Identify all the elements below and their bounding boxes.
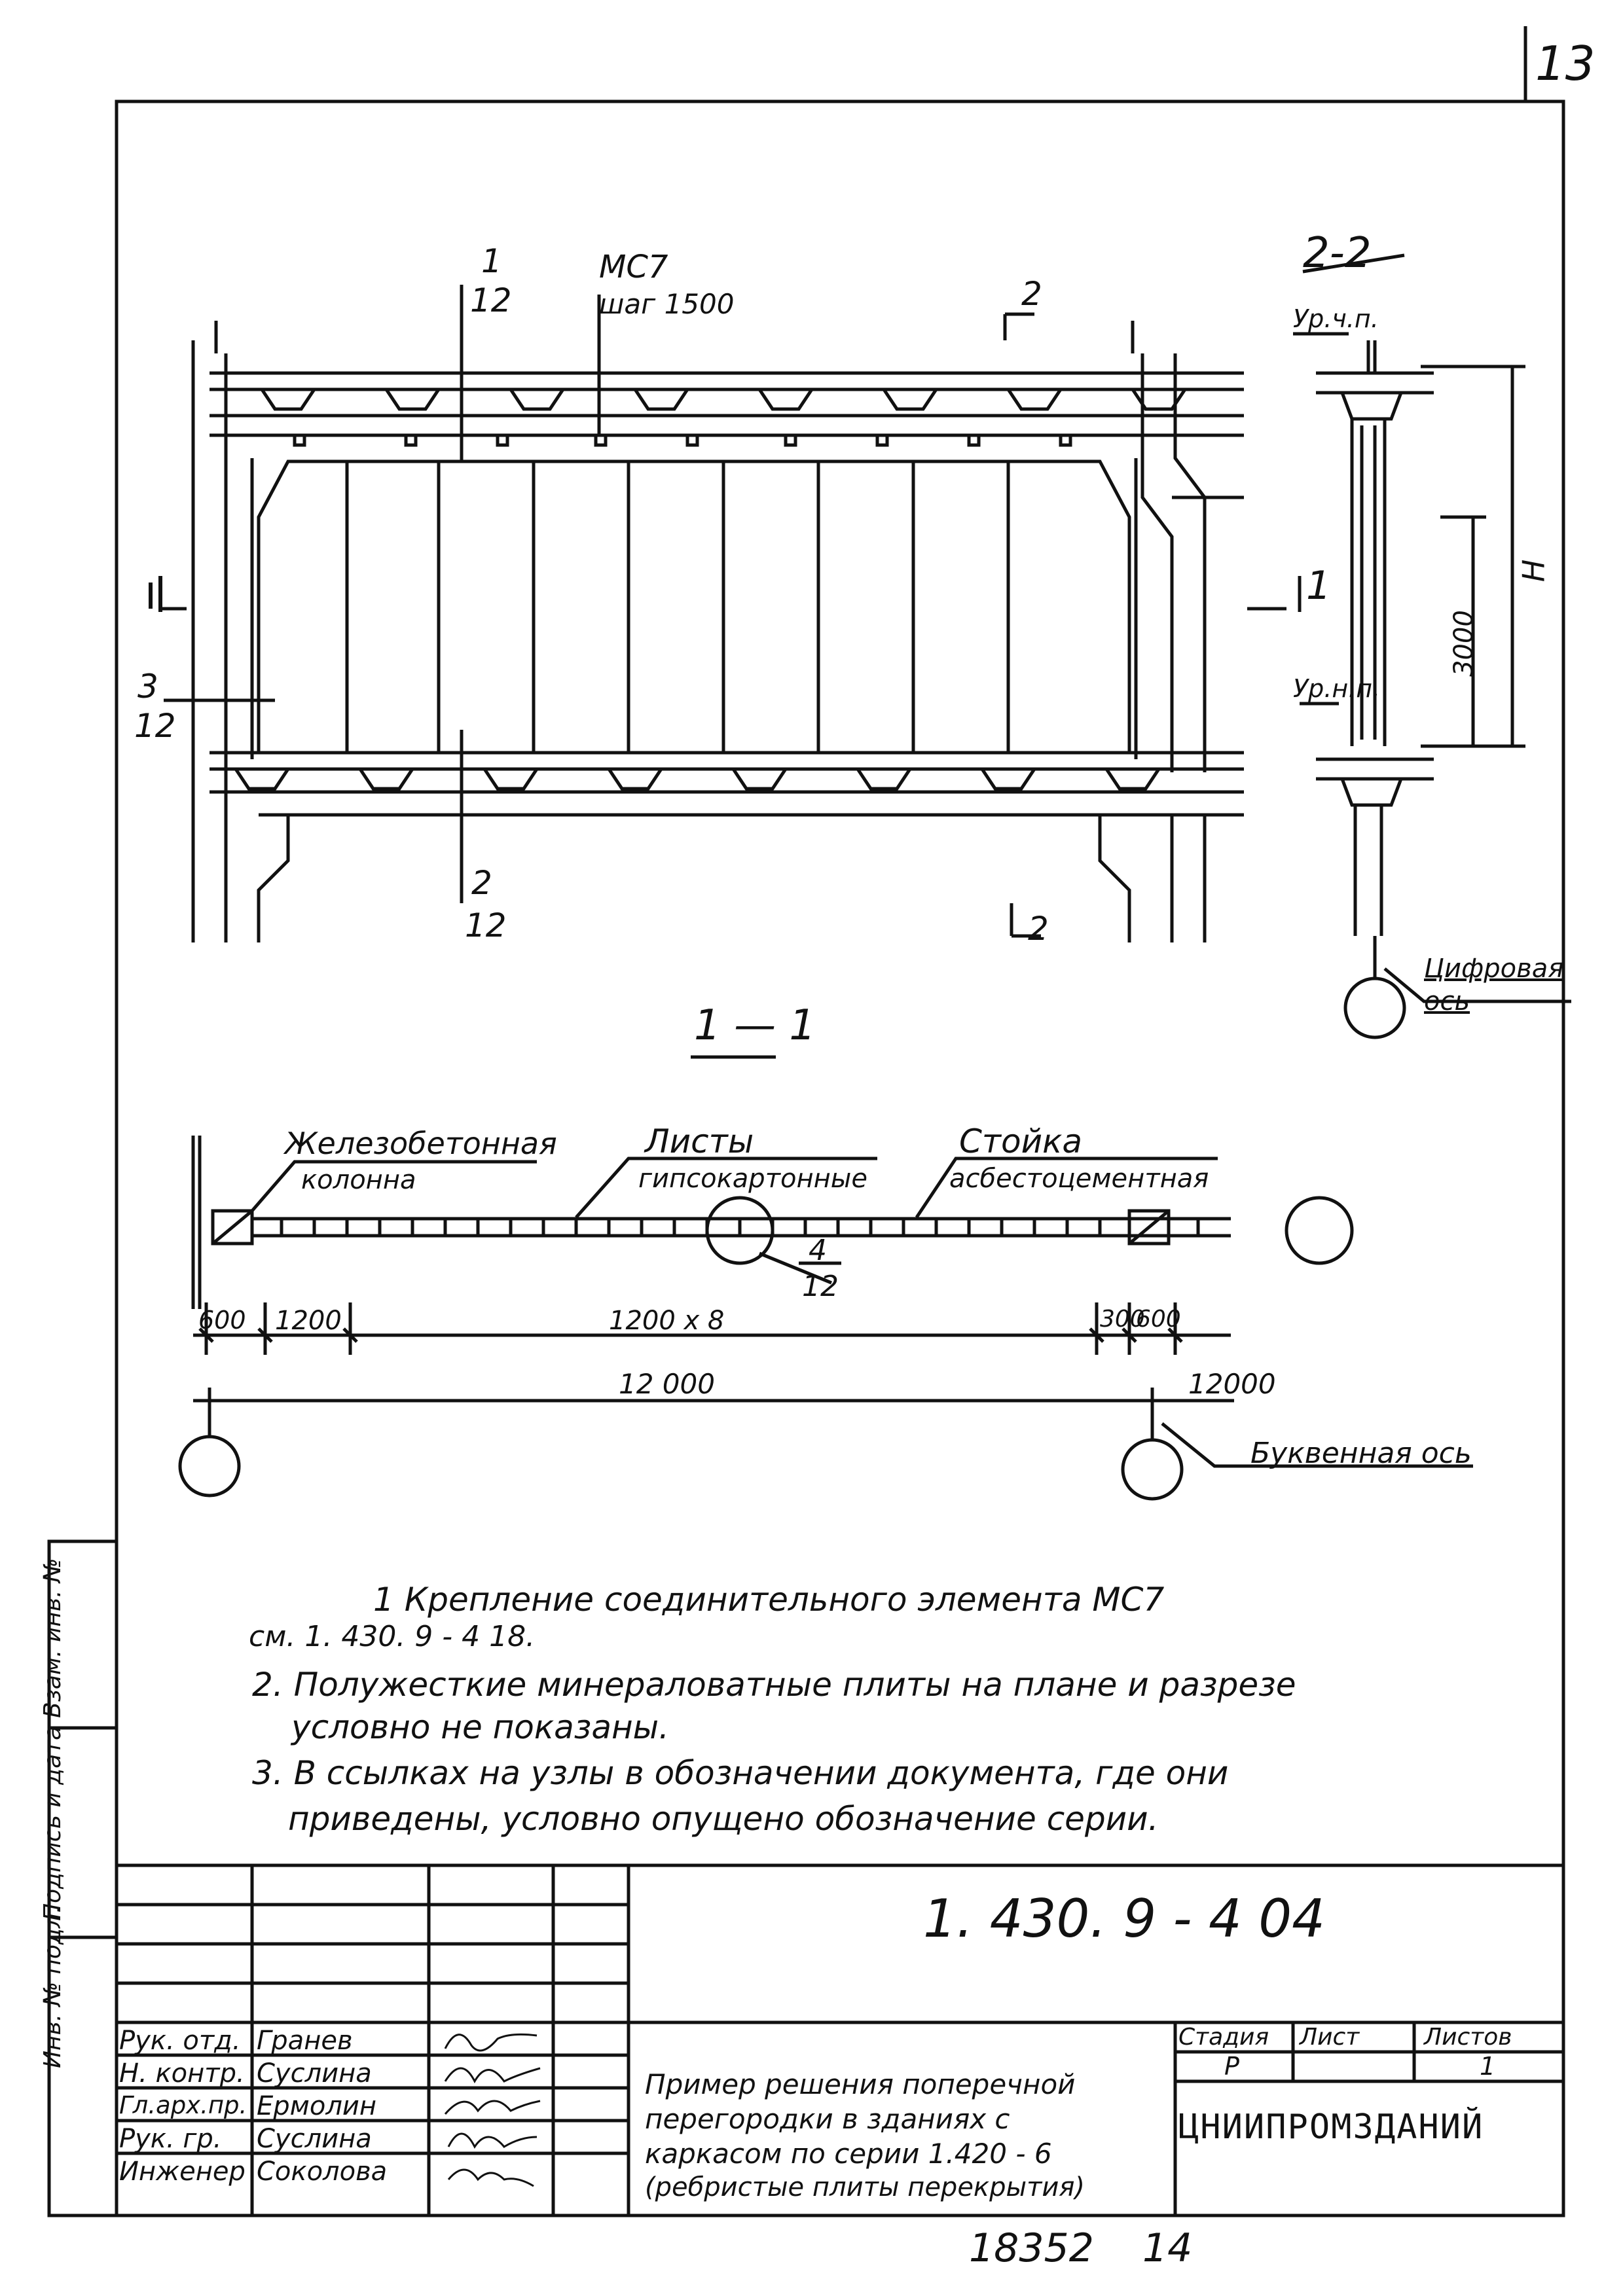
section-1-1-drawing [178, 1055, 1473, 1501]
description-line1: Пример решения поперечной [645, 2068, 1076, 2100]
signatures [444, 2033, 541, 2187]
name-2: Суслина [257, 2058, 372, 2089]
name-1: Гранев [257, 2026, 353, 2056]
sheets-value: 1 [1480, 2052, 1496, 2081]
organization-name: ЦНИИПРОМЗДАНИЙ [1178, 2108, 1484, 2147]
note-2-line1: 2. Полужесткие минераловатные плиты на п… [252, 1666, 1296, 1704]
dim-1200: 1200 [275, 1306, 342, 1336]
dim-600-left: 600 [198, 1306, 246, 1335]
callout-2-numerator: 2 [471, 864, 492, 902]
cut-1-right-label: 1 [1306, 563, 1332, 609]
callout-3-numerator: 3 [137, 668, 158, 706]
title-block-grid [117, 1863, 1563, 2215]
dim-next: 12000 [1188, 1368, 1276, 1400]
description-line2: перегородки в зданиях с [645, 2103, 1010, 2135]
callout-4-numerator: 4 [809, 1234, 827, 1267]
sheet-number: 13 [1535, 36, 1596, 91]
callout-1-numerator: 1 [481, 242, 502, 280]
dim-total: 12 000 [619, 1368, 715, 1400]
cut-2-bottom-label: 2 [1028, 910, 1049, 948]
label-column-line1: Железобетонная [285, 1126, 557, 1161]
role-4: Рук. гр. [119, 2124, 222, 2154]
stage-header: Стадия [1178, 2024, 1269, 2051]
label-sheets-line2: гипсокартонные [638, 1164, 867, 1194]
callout-1-denominator: 12 [470, 281, 512, 319]
mc7-step-label: шаг 1500 [599, 288, 735, 320]
level-top-label: Ур.ч.п. [1293, 304, 1379, 333]
callout-4-denominator: 12 [802, 1270, 839, 1303]
section-2-2-title: 2-2 [1303, 229, 1372, 278]
note-1-line2: см. 1. 430. 9 - 4 18. [249, 1620, 536, 1653]
dim-600-right: 600 [1136, 1306, 1181, 1333]
section-1-1-title: 1 — 1 [694, 1001, 816, 1050]
note-3-line1: 3. В ссылках на узлы в обозначении докум… [252, 1754, 1229, 1792]
digital-axis-text: Цифровая ось [1424, 954, 1564, 1016]
sheet-frame [115, 99, 1565, 2217]
side-stamp-inventory: Инв. № подл. [39, 1905, 66, 2068]
role-1: Рук. отд. [119, 2026, 241, 2056]
role-5: Инженер [119, 2157, 246, 2187]
dim-h-label: H [1516, 559, 1552, 583]
dim-300: 300 [1100, 1306, 1145, 1333]
callout-3-denominator: 12 [134, 707, 176, 745]
sheet-header: Лист [1300, 2024, 1360, 2051]
note-2-line2: условно не показаны. [291, 1708, 670, 1746]
note-3-line2: приведены, условно опущено обозначение с… [288, 1800, 1159, 1838]
role-2: Н. контр. [119, 2058, 245, 2089]
role-3: Гл.арх.пр. [119, 2091, 247, 2119]
digital-axis-label: Цифровая ось [1424, 952, 1575, 1018]
sheets-header: Листов [1424, 2024, 1512, 2051]
side-stamp-replacement: Взам. инв. № [39, 1558, 66, 1718]
label-post-line2: асбестоцементная [949, 1164, 1209, 1194]
elevation-drawing [149, 285, 1302, 942]
letter-axis-label: Буквенная ось [1250, 1437, 1472, 1470]
name-4: Суслина [257, 2124, 372, 2154]
mc7-label: MC7 [599, 249, 668, 285]
stage-value: Р [1224, 2052, 1239, 2081]
description-line3: каркасом по серии 1.420 - 6 [645, 2138, 1052, 2170]
label-post-line1: Стойка [959, 1122, 1082, 1160]
dim-1200x8: 1200 x 8 [609, 1306, 725, 1336]
callout-2-denominator: 12 [465, 906, 507, 944]
document-designation: 1. 430. 9 - 4 04 [923, 1888, 1326, 1949]
description-line4: (ребристые плиты перекрытия) [645, 2172, 1085, 2202]
level-bottom-label: Ур.н.п. [1293, 674, 1381, 703]
bottom-code: 18352 [969, 2225, 1094, 2271]
bottom-sheet: 14 [1142, 2225, 1193, 2271]
cut-2-top-label: 2 [1021, 275, 1042, 313]
dim-3000-label: 3000 [1448, 610, 1479, 677]
label-sheets-line1: Листы [645, 1122, 754, 1160]
label-column-line2: колонна [301, 1165, 416, 1195]
side-stamp-signature-date: Подпись и дата [39, 1725, 66, 1921]
note-1-line1: 1 Крепление соединительного элемента МС7 [373, 1581, 1165, 1619]
name-5: Соколова [257, 2157, 388, 2187]
name-3: Ермолин [257, 2091, 377, 2121]
section-2-2-drawing [1293, 253, 1571, 1039]
side-stamp-frame [47, 1539, 119, 2217]
